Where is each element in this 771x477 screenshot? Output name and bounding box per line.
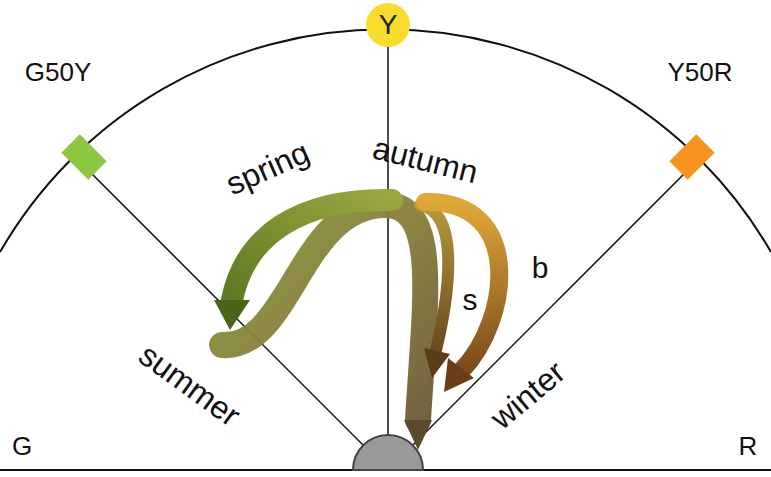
season-label: winter bbox=[485, 355, 571, 434]
hue-label: G bbox=[12, 433, 32, 459]
season-arrow bbox=[420, 205, 448, 350]
season-arrow bbox=[232, 200, 392, 300]
hue-label: G50Y bbox=[25, 59, 92, 85]
hue-marker bbox=[669, 134, 714, 179]
hue-label: R bbox=[739, 433, 758, 459]
season-label: spring bbox=[222, 136, 315, 201]
season-arrow bbox=[425, 202, 499, 370]
arrow-head bbox=[444, 358, 474, 392]
path-label: s bbox=[463, 285, 478, 315]
hue-marker bbox=[61, 134, 106, 179]
arrow-head bbox=[424, 348, 450, 378]
hue-circle: Y bbox=[366, 3, 410, 47]
season-label: autumn bbox=[369, 132, 480, 189]
hue-label: Y50R bbox=[667, 59, 732, 85]
hue-arc bbox=[0, 29, 771, 252]
hue-line bbox=[387, 25, 389, 470]
origin-half-disc bbox=[353, 435, 423, 470]
arrow-head bbox=[214, 300, 250, 330]
path-label: b bbox=[532, 253, 549, 283]
hue-letter: Y bbox=[379, 11, 398, 39]
